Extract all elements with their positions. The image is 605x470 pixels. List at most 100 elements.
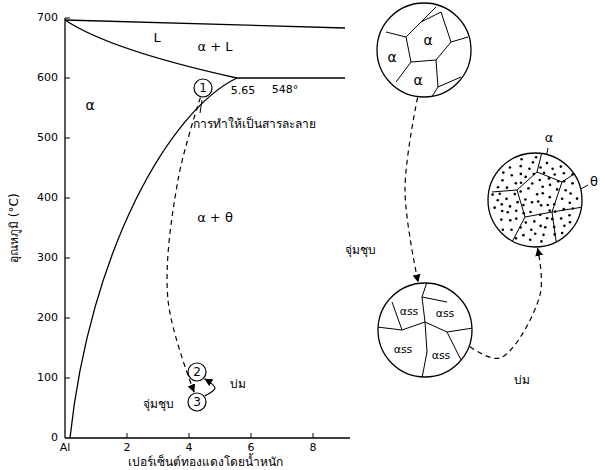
precipitate-dot <box>569 192 572 195</box>
precipitate-dot <box>491 193 494 196</box>
eutectic-line <box>237 77 345 78</box>
phase-label: θ <box>590 174 598 190</box>
grain-boundary <box>396 37 411 82</box>
phase-label: αss <box>400 305 419 318</box>
precipitate-dot <box>541 192 544 195</box>
precipitate-dot <box>505 198 508 201</box>
tick-label: 8 <box>310 441 317 454</box>
precipitate-dot <box>568 214 571 217</box>
precipitate-dot <box>563 172 566 175</box>
precipitate-dot <box>562 208 565 211</box>
precipitate-dot <box>551 218 554 221</box>
precipitate-dot <box>560 217 563 220</box>
grain-boundary <box>552 182 562 212</box>
precipitate-dot <box>561 232 564 235</box>
node-outline <box>487 152 583 248</box>
precipitate-dot <box>561 197 564 200</box>
precipitate-dot <box>537 200 540 203</box>
precipitate-dot <box>563 224 566 227</box>
step-circle: 3 <box>187 392 207 412</box>
solvus-line <box>70 78 237 438</box>
tick-label: 700 <box>37 11 58 24</box>
axis-title: อุณหภูมิ (°C) <box>7 193 21 263</box>
precipitate-dot <box>546 162 549 165</box>
precipitate-dot <box>529 238 532 241</box>
precipitate-dot <box>501 210 504 213</box>
precipitate-dot <box>513 193 516 196</box>
step-number: 2 <box>193 365 201 379</box>
phase-label: α + θ <box>197 210 233 226</box>
grain-boundary <box>431 60 438 98</box>
phase-label: α <box>413 72 422 89</box>
precipitate-dot <box>506 211 509 214</box>
precipitate-dot <box>528 168 531 171</box>
step-circle: 2 <box>187 362 207 382</box>
tick-label: 2 <box>124 441 131 454</box>
node-outline <box>377 282 473 378</box>
step-number: 3 <box>193 395 201 409</box>
precipitate-dot <box>548 209 551 212</box>
tick-label: 400 <box>37 191 58 204</box>
phase-label: α + L <box>198 39 233 55</box>
precipitate-dot <box>516 201 519 204</box>
precipitate-dot <box>520 158 523 161</box>
tick-label: 6 <box>248 441 255 454</box>
precipitate-dot <box>515 210 518 213</box>
precipitate-dot <box>510 174 513 177</box>
phase-label: α <box>85 97 94 114</box>
precipitate-dot <box>524 176 527 179</box>
micrograph-circle: αθ <box>487 152 583 248</box>
precipitate-dot <box>569 202 572 205</box>
precipitate-dot <box>522 212 525 215</box>
precipitate-dot <box>554 210 557 213</box>
precipitate-dot <box>532 161 535 164</box>
precipitate-dot <box>551 167 554 170</box>
precipitate-dot <box>531 182 534 185</box>
tick-label: Al <box>60 441 71 454</box>
precipitate-dot <box>560 165 563 168</box>
precipitate-dot <box>532 173 535 176</box>
precipitate-dot <box>546 204 549 207</box>
phase-label: αss <box>436 307 455 320</box>
precipitate-dot <box>498 192 501 195</box>
precipitate-dot <box>501 179 504 182</box>
process-label: การทำให้เป็นสารละลาย <box>193 117 316 131</box>
precipitate-dot <box>546 217 549 220</box>
precipitate-dot <box>571 207 574 210</box>
process-arrow <box>167 98 200 393</box>
precipitate-dot <box>520 182 523 185</box>
precipitate-dot <box>524 198 527 201</box>
micrograph-circle: ααα <box>376 2 472 98</box>
y-axis <box>64 18 65 438</box>
phase-label: αss <box>394 343 413 356</box>
grain-boundary <box>411 37 468 62</box>
precipitate-dot <box>509 166 512 169</box>
precipitate-dot <box>515 217 518 220</box>
precipitate-dot <box>549 196 552 199</box>
leader-line <box>200 100 202 113</box>
precipitate-dot <box>576 197 579 200</box>
precipitate-dot <box>502 171 505 174</box>
precipitate-dot <box>515 237 518 240</box>
tick-label: 4 <box>186 441 193 454</box>
grain-boundary <box>537 172 577 182</box>
process-arrow <box>405 98 418 283</box>
precipitate-dot <box>542 234 545 237</box>
precipitate-dot <box>493 206 496 209</box>
process-label: บ่ม <box>514 373 530 387</box>
phase-label: α <box>545 130 554 146</box>
solidus-line <box>65 20 237 78</box>
precipitate-dot <box>569 221 572 224</box>
grain-boundary <box>422 322 427 378</box>
grain-boundary <box>441 12 451 42</box>
precipitate-dot <box>502 229 505 232</box>
precipitate-dot <box>557 180 560 183</box>
precipitate-dot <box>541 185 544 188</box>
precipitate-dot <box>549 184 552 187</box>
phase-label: L <box>153 30 160 46</box>
precipitate-dot <box>535 156 538 159</box>
precipitate-dot <box>539 214 542 217</box>
precipitate-dot <box>529 211 532 214</box>
micrograph-circle: αssαssαssαss <box>377 282 473 378</box>
